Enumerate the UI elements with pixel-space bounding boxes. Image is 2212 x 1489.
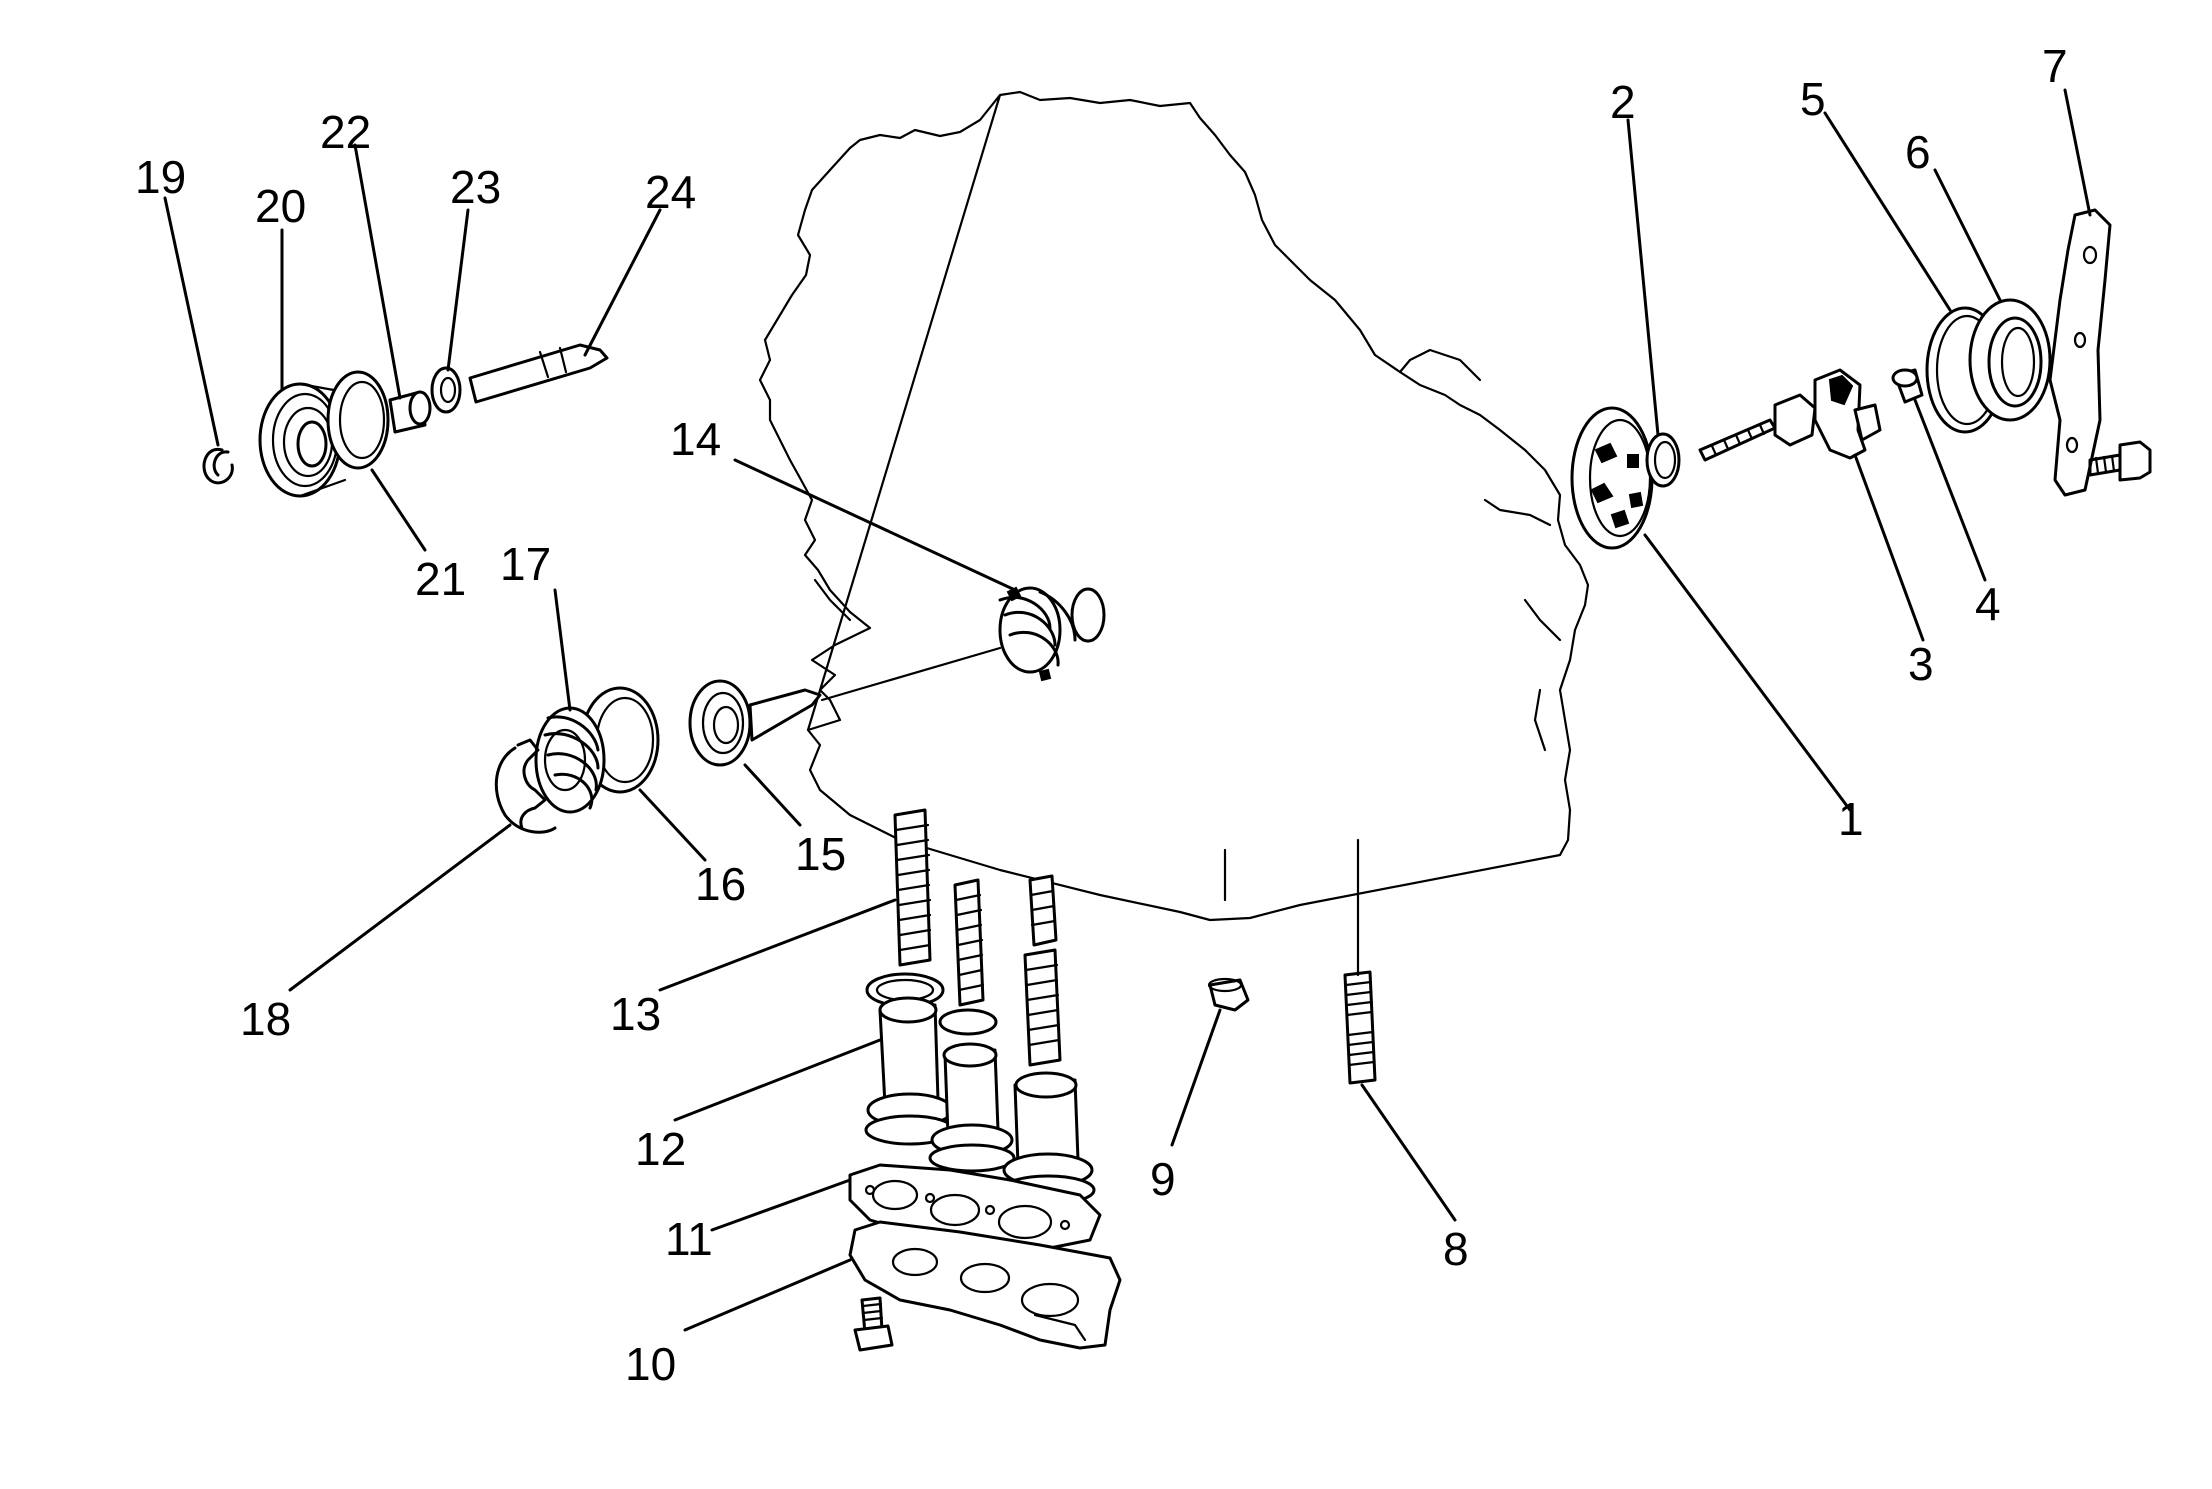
stud-part-8 [1343,970,1377,1085]
piston-part-15 [688,679,822,767]
callout-5: 5 [1800,73,1826,125]
callout-6: 6 [1905,126,1931,178]
transmission-case-outline [758,90,1590,922]
callout-2: 2 [1610,76,1636,128]
callout-10: 10 [625,1338,676,1390]
callout-4: 4 [1975,578,2001,630]
callout-16: 16 [695,858,746,910]
valve-part-22 [388,390,432,434]
case-contour-line [1523,598,1562,642]
callout-22: 22 [320,106,371,158]
cover-plate-part-10 [848,1220,1122,1350]
spring-part-14 [998,586,1106,682]
bushing-part-9 [1207,977,1250,1012]
callout-7: 7 [2042,40,2068,92]
bracket-part-7 [2048,208,2112,497]
leader-lines [163,88,2092,1332]
callout-23: 23 [450,161,501,213]
pin-part-4 [1891,368,1924,404]
callout-21: 21 [415,553,466,605]
alignment-line-15-14 [820,646,1002,702]
case-contour-line [1533,688,1547,752]
spring-part-13 [893,808,1062,1067]
callout-24: 24 [645,166,696,218]
callout-15: 15 [795,828,846,880]
callout-12: 12 [635,1123,686,1175]
callout-14: 14 [670,413,721,465]
snap-ring-part-18 [494,738,557,834]
pin-part-24 [468,343,609,404]
callout-18: 18 [240,993,291,1045]
callout-20: 20 [255,180,306,232]
callout-8: 8 [1443,1223,1469,1275]
callout-13: 13 [610,988,661,1040]
o-ring-part-2 [1645,432,1681,488]
callout-3: 3 [1908,638,1934,690]
callout-19: 19 [135,151,186,203]
bracket-bolt [2088,440,2152,482]
washer-part-23 [430,366,462,414]
shaft-lever-part-3 [1698,368,1882,462]
seal-part-6 [1968,298,2052,422]
callout-9: 9 [1150,1153,1176,1205]
callout-11: 11 [665,1213,713,1265]
spring-part-17 [534,706,606,814]
snap-ring-part-19 [202,447,234,485]
callout-17: 17 [500,538,551,590]
servo-cover-part-1 [1570,406,1654,550]
case-contour-line [1483,498,1552,527]
case-contour-line [1398,348,1482,382]
case-contour-line [813,578,852,622]
callout-1: 1 [1838,793,1864,845]
o-ring-part-21 [326,370,390,470]
bolt-near-part-10 [853,1296,894,1352]
